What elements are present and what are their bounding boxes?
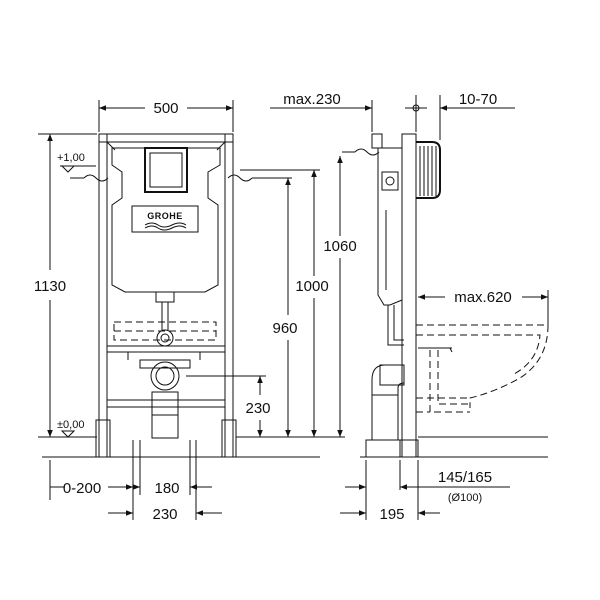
dim-width-500: 500 (98, 100, 234, 132)
dim-bottom-front: 0-200 180 230 (49, 440, 222, 523)
drain-outlet (127, 352, 201, 439)
dim-side-top: max.230 10-70 (270, 91, 515, 140)
dim-1000-label: 1000 (295, 278, 328, 295)
water-inlets (70, 169, 320, 182)
floor-lines (42, 436, 548, 458)
level-zero-label: ±0,00 (57, 419, 84, 431)
dim-230-width-label: 230 (152, 506, 177, 523)
dim-1060-label: 1060 (323, 238, 356, 255)
dim-0-200-label: 0-200 (63, 480, 101, 497)
cistern: GROHE (111, 147, 221, 347)
dim-960-label: 960 (272, 320, 297, 337)
brand-logo-text: GROHE (147, 211, 183, 221)
dim-height-1130: 1130 (34, 133, 97, 438)
dim-side-max620: max.620 (418, 289, 549, 325)
dim-500-label: 500 (153, 100, 178, 117)
dim-180-label: 180 (154, 480, 179, 497)
dim-230-height-label: 230 (245, 400, 270, 417)
dim-pipe-diameter-label: (Ø100) (448, 492, 482, 504)
dim-145-165-label: 145/165 (438, 469, 492, 486)
dim-10-70-label: 10-70 (459, 91, 497, 108)
level-plus-label: +1,00 (57, 152, 85, 164)
bowl-front-dashed (113, 321, 217, 341)
dim-195-label: 195 (379, 506, 404, 523)
dim-side-bottom: 145/165 (Ø100) 195 (340, 460, 510, 523)
dim-1130-label: 1130 (34, 278, 66, 295)
side-frame (342, 133, 441, 458)
dim-max-620-label: max.620 (454, 289, 512, 306)
dim-vertical-right: 230 960 1000 1060 (186, 156, 357, 438)
bowl-side-dashed (416, 324, 549, 413)
level-marks: +1,00 ±0,00 (57, 152, 96, 438)
dim-max-230-label: max.230 (283, 91, 341, 108)
front-frame (95, 133, 237, 458)
